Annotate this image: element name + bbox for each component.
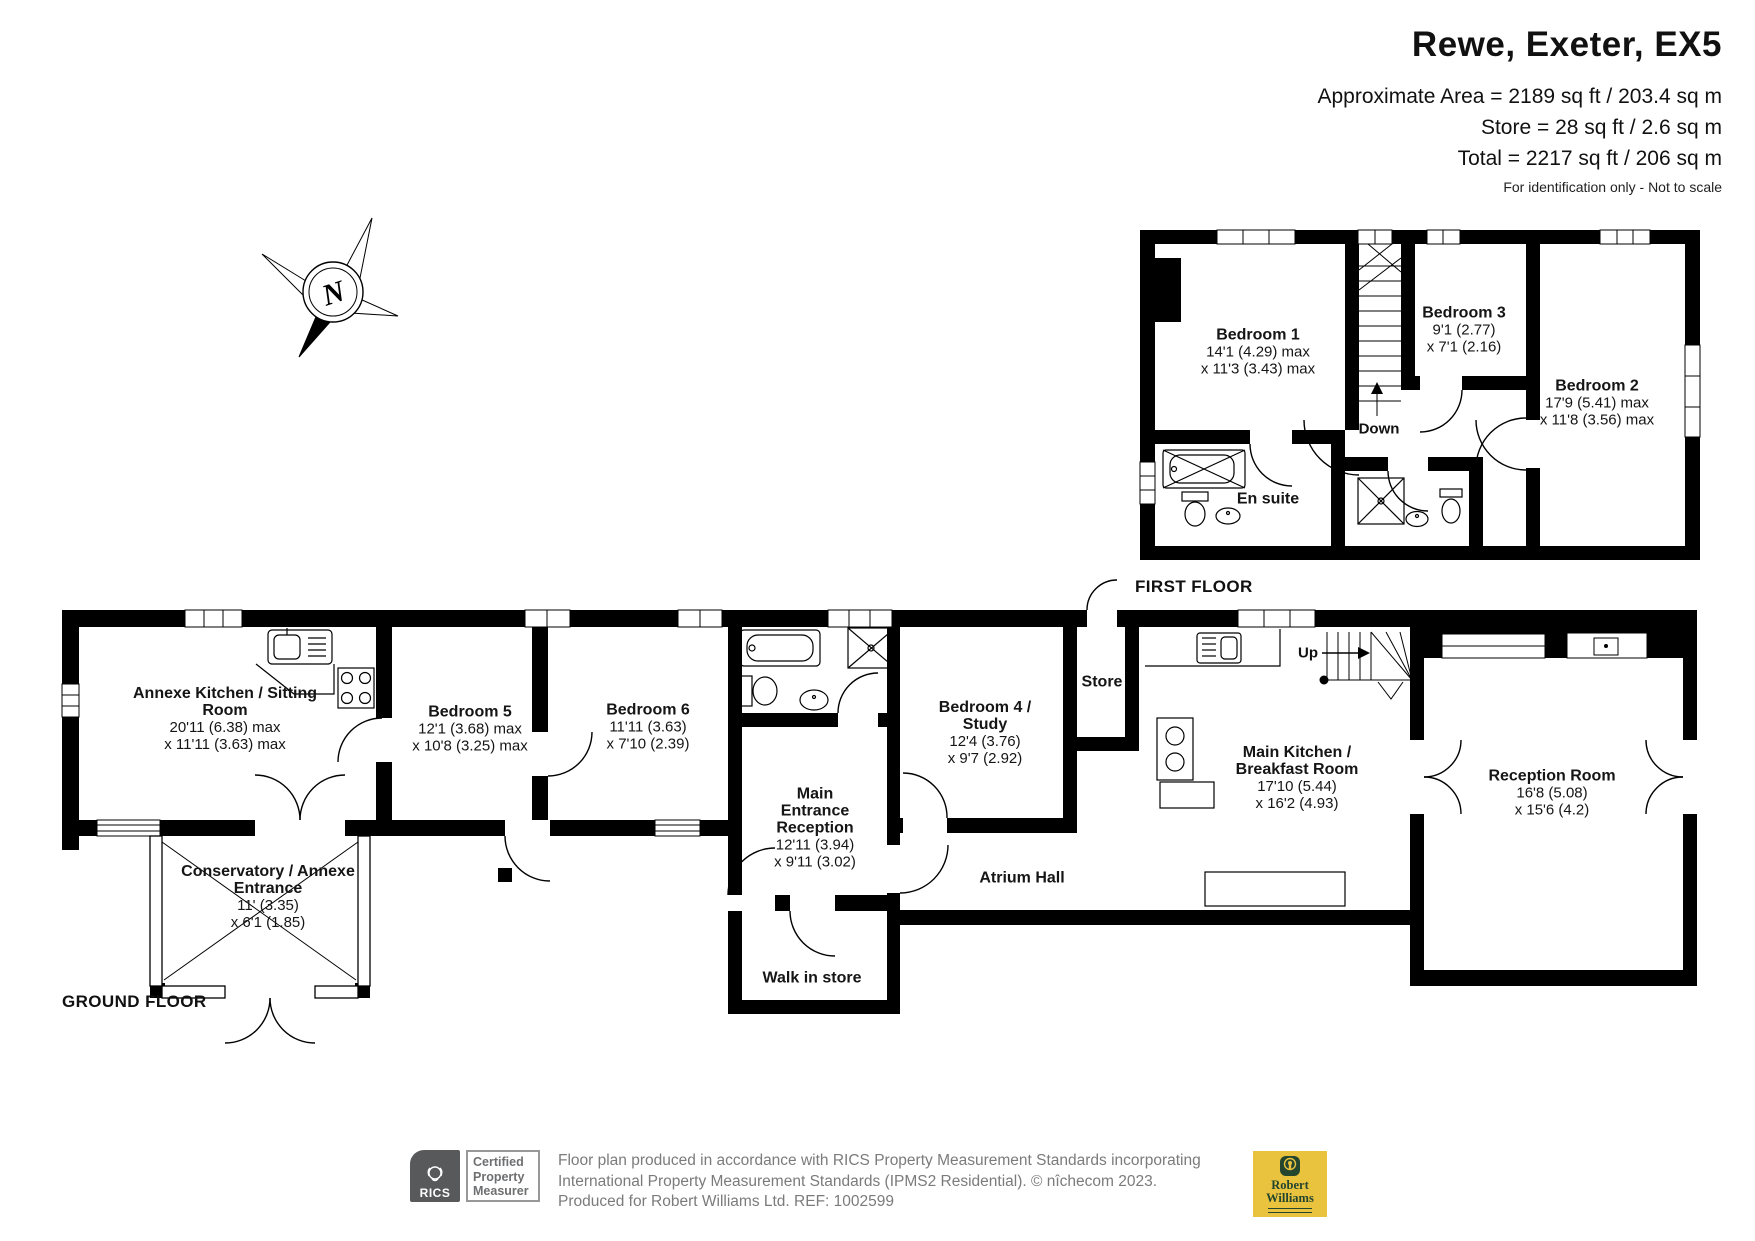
certified-property-measurer-badge: Certified Property Measurer: [466, 1150, 540, 1202]
bathroom-shower-icon: [1357, 477, 1405, 525]
header: Rewe, Exeter, EX5 Approximate Area = 218…: [1318, 24, 1723, 195]
total-area: Total = 2217 sq ft / 206 sq m: [1457, 147, 1722, 170]
bathroom-toilet-icon: [739, 675, 778, 707]
rics-lion-icon: [427, 1166, 443, 1182]
room-label-bedroom5: Bedroom 5 12'1 (3.68) max x 10'8 (3.25) …: [412, 703, 528, 755]
compass-icon: N: [261, 217, 399, 358]
stairs-arrow-right-icon: [1358, 647, 1370, 659]
bathroom-sink-icon: [1405, 510, 1429, 528]
room-label-reception: Reception Room 16'8 (5.08) x 15'6 (4.2): [1488, 767, 1616, 819]
bathroom-shower-icon: [847, 627, 896, 669]
ground-floor-doors: [224, 579, 1684, 1044]
room-label-ensuite: En suite: [1236, 490, 1300, 508]
room-label-bedroom1: Bedroom 1 14'1 (4.29) max x 11'3 (3.43) …: [1200, 326, 1316, 378]
rics-logo: RICS: [410, 1150, 460, 1202]
rics-label: RICS: [419, 1186, 451, 1200]
room-label-store: Store: [1081, 673, 1123, 691]
first-floor-windows: [1139, 229, 1701, 505]
staircase-down: [1358, 243, 1402, 416]
first-floor-walls: [1140, 230, 1700, 560]
bathroom-bath-icon: [739, 629, 821, 667]
room-label-bedroom3: Bedroom 3 9'1 (2.77) x 7'1 (2.16): [1422, 304, 1506, 356]
stairs-up-label: Up: [1298, 644, 1318, 662]
ground-floor-windows: [61, 609, 1648, 837]
first-floor-label: FIRST FLOOR: [1135, 577, 1253, 596]
room-label-bedroom4: Bedroom 4 / Study 12'4 (3.76) x 9'7 (2.9…: [938, 699, 1032, 767]
bathroom-toilet-icon: [1439, 488, 1463, 524]
robert-williams-tagline-rule: [1268, 1208, 1312, 1213]
kitchen-sink-icon: [1145, 629, 1281, 667]
footer-disclaimer: Floor plan produced in accordance with R…: [558, 1151, 1201, 1213]
conservatory: [149, 835, 371, 999]
room-label-bedroom2: Bedroom 2 17'9 (5.41) max x 11'8 (3.56) …: [1539, 377, 1655, 429]
first-floor-doors: [1249, 389, 1527, 512]
first-floor-plan: [1139, 229, 1701, 560]
staircase-up: [1319, 631, 1413, 700]
footer-line-2: International Property Measurement Stand…: [558, 1172, 1157, 1190]
approximate-area: Approximate Area = 2189 sq ft / 203.4 sq…: [1317, 85, 1723, 108]
room-label-atrium-hall: Atrium Hall: [979, 869, 1065, 887]
bathroom-sink-icon: [799, 689, 829, 711]
robert-williams-name: Robert Williams: [1266, 1178, 1314, 1205]
annexe-sink-icon: [255, 628, 335, 695]
stairs-arrow-up-icon: [1371, 382, 1383, 394]
door-post: [498, 868, 512, 882]
robert-williams-crest-icon: [1280, 1156, 1300, 1176]
kitchen-island: [1204, 871, 1346, 907]
robert-williams-logo: Robert Williams: [1253, 1151, 1327, 1217]
ensuite-sink-icon: [1215, 507, 1241, 525]
page-title: Rewe, Exeter, EX5: [1411, 25, 1722, 64]
ground-floor-walls: [62, 610, 1697, 1014]
ensuite-toilet-icon: [1181, 491, 1209, 527]
ground-floor-plan: [61, 579, 1697, 1044]
fireplace-icon: [1604, 644, 1608, 648]
room-label-walk-in-store: Walk in store: [762, 969, 862, 987]
room-label-main-kitchen: Main Kitchen / Breakfast Room 17'10 (5.4…: [1235, 744, 1359, 812]
ensuite-bath-icon: [1162, 449, 1246, 489]
kitchen-stove-icon: [1156, 717, 1215, 809]
ground-floor-label: GROUND FLOOR: [62, 992, 207, 1011]
footer-line-3: Produced for Robert Williams Ltd. REF: 1…: [558, 1193, 894, 1210]
room-label-annexe: Annexe Kitchen / Sitting Room 20'11 (6.3…: [132, 685, 317, 753]
annexe-stove-icon: [337, 667, 375, 709]
room-label-main-entrance: Main Entrance Reception 12'11 (3.94) x 9…: [774, 785, 856, 871]
stairs-down-label: Down: [1358, 420, 1400, 438]
footer-line-1: Floor plan produced in accordance with R…: [558, 1152, 1201, 1169]
disclaimer-text: For identification only - Not to scale: [1503, 179, 1722, 195]
store-area: Store = 28 sq ft / 2.6 sq m: [1480, 116, 1722, 139]
chimney-breast: [1155, 258, 1181, 322]
room-label-conservatory: Conservatory / Annexe Entrance 11' (3.35…: [181, 863, 355, 931]
room-label-bedroom6: Bedroom 6 11'11 (3.63) x 7'10 (2.39): [606, 701, 690, 753]
